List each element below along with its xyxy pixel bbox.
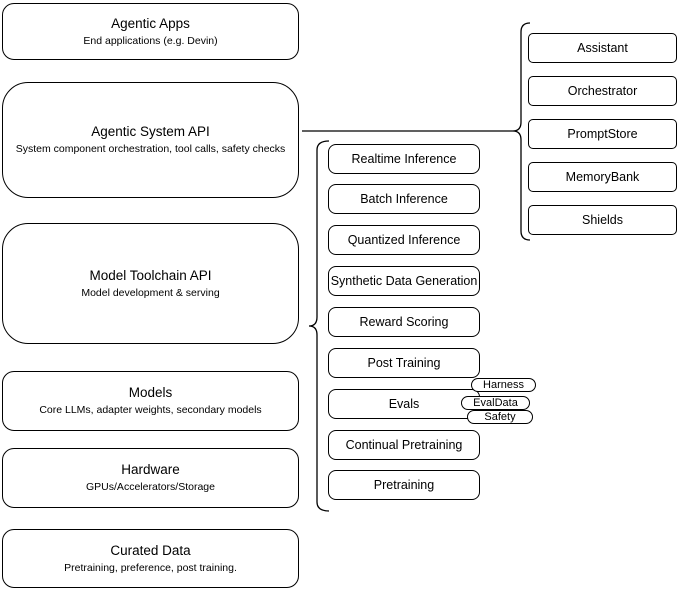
node-evals: Evals <box>328 389 480 419</box>
node-continual-pretraining: Continual Pretraining <box>328 430 480 460</box>
node-orchestrator-label: Orchestrator <box>567 84 638 98</box>
node-models-subtitle: Core LLMs, adapter weights, secondary mo… <box>39 404 262 416</box>
node-post-training-label: Post Training <box>367 356 441 370</box>
node-pretraining-label: Pretraining <box>373 478 435 492</box>
pill-evaldata-label: EvalData <box>473 396 518 409</box>
node-model-toolchain-api-subtitle: Model development & serving <box>81 286 220 299</box>
node-models: Models Core LLMs, adapter weights, secon… <box>2 371 299 431</box>
toolchain-components-brace <box>308 140 330 512</box>
node-batch-inference: Batch Inference <box>328 184 480 214</box>
node-models-title: Models <box>128 385 173 400</box>
node-agentic-apps: Agentic Apps End applications (e.g. Devi… <box>2 3 299 60</box>
pill-safety: Safety <box>467 410 533 424</box>
node-hardware-title: Hardware <box>121 462 180 477</box>
node-agentic-apps-subtitle: End applications (e.g. Devin) <box>83 34 218 47</box>
node-curated-data-title: Curated Data <box>110 542 191 558</box>
node-agentic-system-api-subtitle: System component orchestration, tool cal… <box>15 143 286 155</box>
node-reward-scoring: Reward Scoring <box>328 307 480 337</box>
node-promptstore: PromptStore <box>528 119 677 149</box>
node-realtime-inference: Realtime Inference <box>328 144 480 174</box>
system-components-brace <box>512 22 531 241</box>
pill-safety-label: Safety <box>484 410 516 423</box>
node-agentic-system-api-title: Agentic System API <box>91 124 210 139</box>
node-continual-pretraining-label: Continual Pretraining <box>345 438 463 452</box>
node-curated-data-subtitle: Pretraining, preference, post training. <box>64 561 237 574</box>
node-assistant: Assistant <box>528 33 677 63</box>
node-model-toolchain-api: Model Toolchain API Model development & … <box>2 223 299 344</box>
node-hardware: Hardware GPUs/Accelerators/Storage <box>2 448 299 508</box>
node-model-toolchain-api-title: Model Toolchain API <box>89 267 212 283</box>
node-promptstore-label: PromptStore <box>567 127 638 141</box>
node-batch-inference-label: Batch Inference <box>360 192 448 206</box>
pill-evaldata: EvalData <box>461 396 530 410</box>
node-synthetic-data-generation: Synthetic Data Generation <box>328 266 480 296</box>
node-reward-scoring-label: Reward Scoring <box>359 315 449 329</box>
node-memorybank: MemoryBank <box>528 162 677 192</box>
node-curated-data: Curated Data Pretraining, preference, po… <box>2 529 299 588</box>
node-memorybank-label: MemoryBank <box>565 170 640 184</box>
node-shields: Shields <box>528 205 677 235</box>
node-quantized-inference: Quantized Inference <box>328 225 480 255</box>
node-quantized-inference-label: Quantized Inference <box>347 233 461 247</box>
node-orchestrator: Orchestrator <box>528 76 677 106</box>
node-hardware-subtitle: GPUs/Accelerators/Storage <box>86 481 215 493</box>
node-agentic-system-api: Agentic System API System component orch… <box>2 82 299 198</box>
pill-harness: Harness <box>471 378 536 392</box>
node-assistant-label: Assistant <box>577 41 628 55</box>
node-agentic-apps-title: Agentic Apps <box>111 15 190 31</box>
node-evals-label: Evals <box>388 397 420 411</box>
node-pretraining: Pretraining <box>328 470 480 500</box>
node-realtime-inference-label: Realtime Inference <box>351 152 457 166</box>
node-post-training: Post Training <box>328 348 480 378</box>
node-synthetic-data-generation-label: Synthetic Data Generation <box>330 274 478 288</box>
node-shields-label: Shields <box>582 213 623 227</box>
pill-harness-label: Harness <box>483 378 524 391</box>
